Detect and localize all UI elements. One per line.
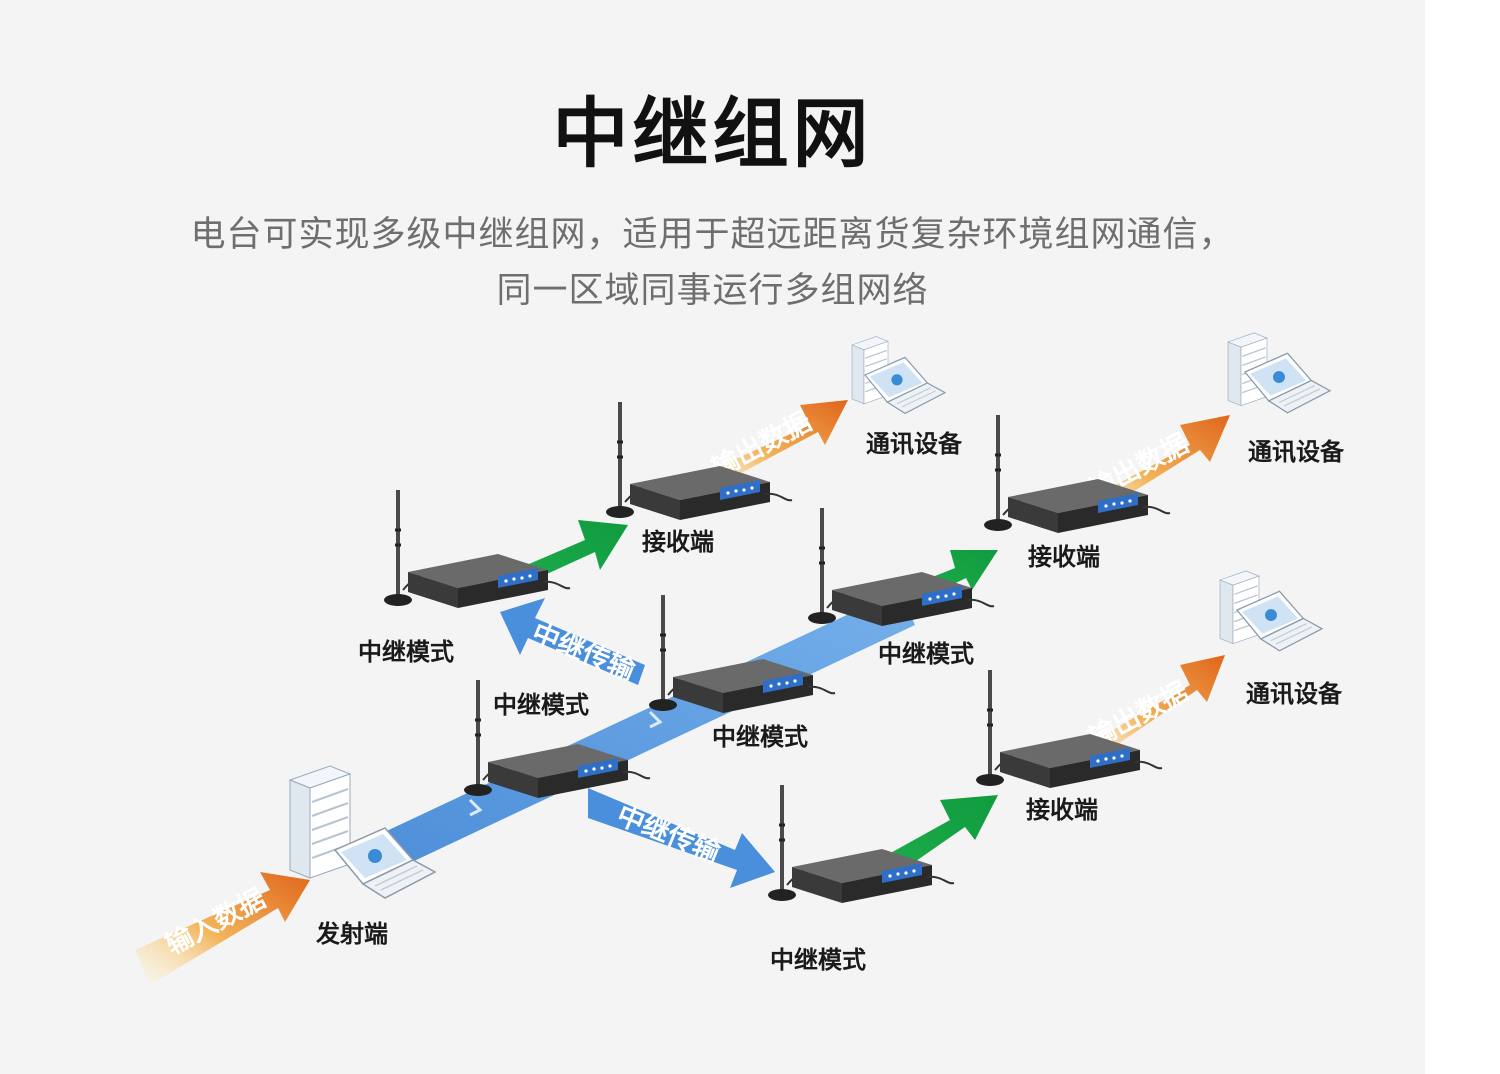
label-transmitter: 发射端 <box>315 920 388 948</box>
relay-transfer-arrow-upper: 中继传输 <box>500 598 645 687</box>
label-receiver-bottom: 接收端 <box>1026 796 1098 824</box>
page-title: 中继组网 <box>552 89 873 178</box>
label-relay-bottom: 中继模式 <box>770 946 866 974</box>
label-relay-middle: 中继模式 <box>712 723 808 751</box>
label-receiver-right: 接收端 <box>1028 543 1100 571</box>
label-relay-upper-right: 中继模式 <box>878 640 974 668</box>
device-bottom-icon <box>1219 570 1323 652</box>
relay-transfer-arrow-lower: 中继传输 <box>588 788 775 888</box>
relay-transfer-lower-text: 中继传输 <box>612 799 725 870</box>
device-top-icon <box>851 336 946 414</box>
radio-relay-upper-left-icon <box>382 488 572 610</box>
relay-network-diagram: 中继传输 中继传输 输出数据 输出数据 输出数据 输入数据 <box>135 332 1345 985</box>
subtitle-line-1: 电台可实现多级中继组网，适用于超远距离货复杂环境组网通信， <box>190 215 1235 255</box>
label-device-top: 通讯设备 <box>866 430 963 458</box>
background-panel <box>0 0 1425 1074</box>
input-arrow: 输入数据 <box>135 872 310 985</box>
label-relay-upper-left: 中继模式 <box>358 638 454 666</box>
label-receiver-top: 接收端 <box>642 528 714 556</box>
label-relay-center: 中继模式 <box>493 691 589 719</box>
label-device-right: 通讯设备 <box>1248 438 1345 466</box>
subtitle-line-2: 同一区域同事运行多组网络 <box>496 271 929 311</box>
device-right-icon <box>1227 332 1331 414</box>
label-device-bottom: 通讯设备 <box>1246 680 1343 708</box>
relay-transfer-upper-text: 中继传输 <box>527 617 640 688</box>
relay-band-main <box>378 590 915 870</box>
